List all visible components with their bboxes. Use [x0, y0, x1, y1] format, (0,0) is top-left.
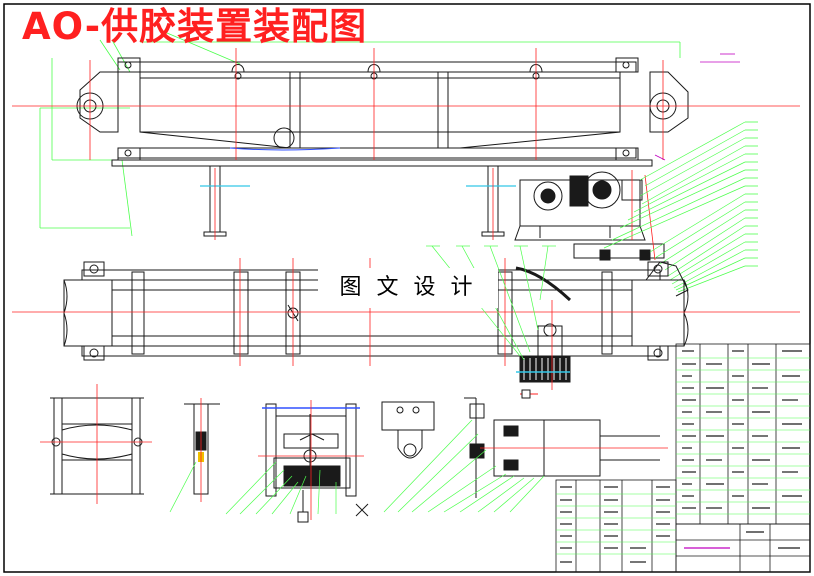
part-leader-lines-bottom	[169, 419, 545, 515]
drawing-border	[3, 3, 811, 573]
dimension-lines-top	[39, 29, 681, 237]
gear-reducer	[514, 154, 666, 261]
side-view-roller	[40, 384, 152, 504]
part-leader-lines-right	[603, 121, 746, 293]
drawing-title: AO-供胶装置装配图	[22, 5, 368, 48]
front-section-view	[258, 400, 369, 523]
parts-list-cell-marks	[560, 350, 802, 563]
parts-list-table	[555, 343, 811, 573]
bracket-detail	[381, 401, 435, 459]
leader-balloons-right	[745, 121, 758, 267]
watermark-label: 图 文 设 计	[318, 268, 498, 308]
section-view-narrow	[184, 398, 220, 502]
shaft-bearing-assembly	[464, 389, 668, 498]
main-beam-assembly	[12, 29, 800, 240]
parts-list-rows	[556, 357, 810, 555]
